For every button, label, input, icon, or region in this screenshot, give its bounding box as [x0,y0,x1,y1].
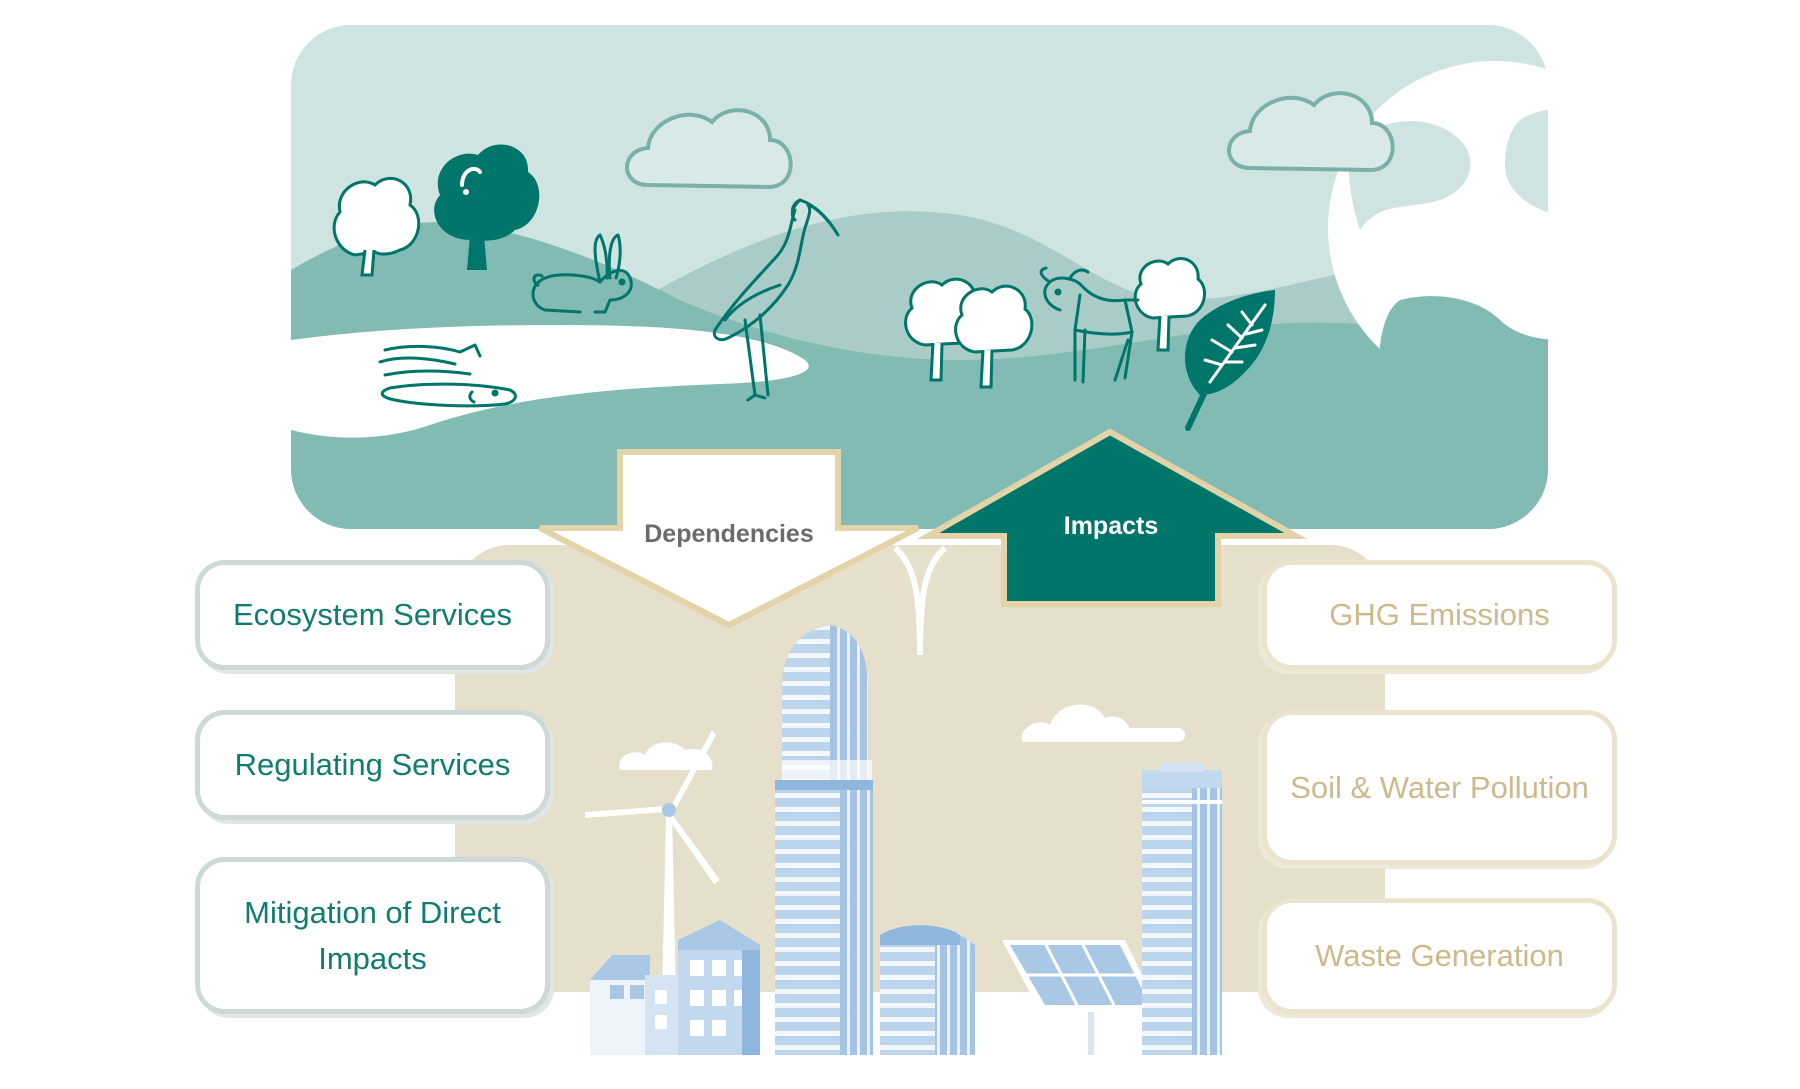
rabbit-icon [531,233,633,314]
leaf-icon [1185,290,1275,431]
tree-icon [1133,257,1207,352]
tree-icon [332,176,421,277]
wind-turbine-icon [585,730,720,1000]
impacts-arrow [916,428,1308,607]
crane-icon [712,198,840,402]
dependencies-arrow [538,449,920,629]
soil-water-pollution-box: Soil & Water Pollution [1262,710,1617,865]
deer-icon [1039,266,1140,384]
regulating-services-box: Regulating Services [195,710,550,820]
tree-icon [954,284,1034,389]
nature-panel [291,25,1548,529]
waste-generation-box: Waste Generation [1262,898,1617,1014]
ecosystem-services-box: Ecosystem Services [195,560,550,670]
skyscraper-icon [1142,762,1222,1055]
city-illustration [585,625,1222,1055]
skyscraper-icon [775,625,873,1055]
cloud-icon [625,108,793,190]
arrow-connector [892,545,948,656]
impacts-label: Impacts [1063,512,1159,540]
skyscraper-icon [880,925,975,1055]
solar-panel-icon [1002,940,1160,1055]
cloud-icon [1227,91,1395,173]
house-icon [678,920,760,1055]
cloud-icon [619,742,713,770]
fish-icon [378,343,517,408]
mitigation-direct-impacts-box: Mitigation of Direct Impacts [195,857,550,1014]
ghg-emissions-box: GHG Emissions [1262,560,1617,670]
cloud-icon [1021,704,1185,742]
dependencies-label: Dependencies [644,520,814,548]
tree-icon [434,144,540,270]
